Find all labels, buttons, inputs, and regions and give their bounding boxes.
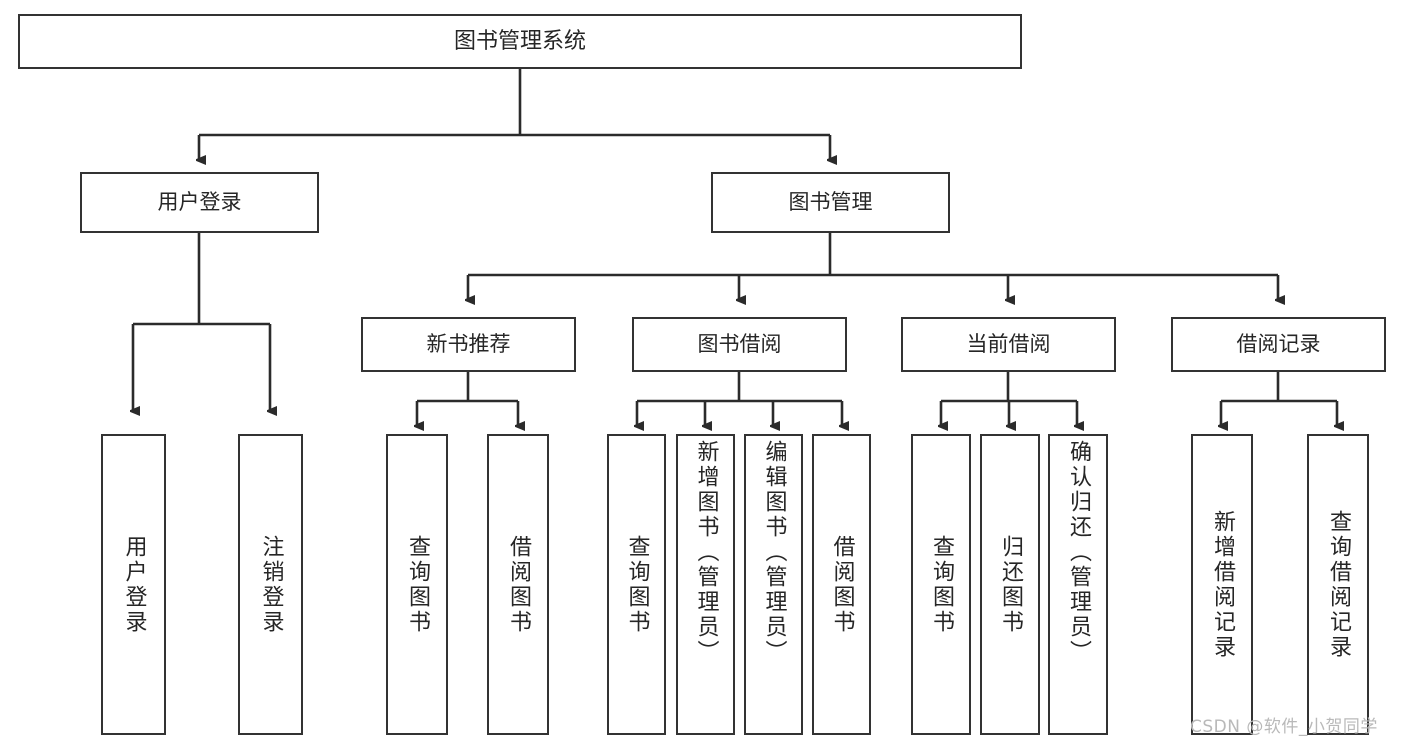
node-root[interactable]: 图书管理系统	[18, 14, 1022, 69]
node-leaf-borrow-book-2[interactable]: 借阅图书	[812, 434, 871, 735]
node-user-login-label: 用户登录	[157, 190, 242, 215]
node-leaf-user-login-label: 用户登录	[121, 534, 147, 635]
node-leaf-logout-login[interactable]: 注销登录	[238, 434, 303, 735]
node-leaf-query-borrow-record[interactable]: 查询借阅记录	[1307, 434, 1369, 735]
node-leaf-logout-login-label: 注销登录	[258, 534, 284, 635]
node-leaf-borrow-book-2-label: 借阅图书	[829, 534, 855, 635]
node-leaf-confirm-return-admin-label: 确认归还（管理员）	[1066, 440, 1091, 665]
node-leaf-query-book-2-label: 查询图书	[624, 534, 650, 635]
node-leaf-return-book[interactable]: 归还图书	[980, 434, 1040, 735]
node-borrow-record-label: 借阅记录	[1236, 332, 1321, 357]
node-leaf-user-login[interactable]: 用户登录	[101, 434, 166, 735]
node-book-management[interactable]: 图书管理	[711, 172, 950, 233]
node-current-borrow[interactable]: 当前借阅	[901, 317, 1116, 372]
node-leaf-query-book-3-label: 查询图书	[929, 534, 954, 635]
node-root-label: 图书管理系统	[453, 28, 586, 54]
node-leaf-query-book-1-label: 查询图书	[405, 534, 430, 635]
node-leaf-borrow-book-1[interactable]: 借阅图书	[487, 434, 549, 735]
node-book-management-label: 图书管理	[788, 190, 873, 215]
node-leaf-add-borrow-record-label: 新增借阅记录	[1210, 509, 1235, 660]
node-borrow-record[interactable]: 借阅记录	[1171, 317, 1386, 372]
node-leaf-return-book-label: 归还图书	[998, 534, 1023, 635]
node-book-borrow[interactable]: 图书借阅	[632, 317, 847, 372]
node-new-book-recommend[interactable]: 新书推荐	[361, 317, 576, 372]
node-leaf-query-book-1[interactable]: 查询图书	[386, 434, 448, 735]
node-leaf-edit-book-admin-label: 编辑图书（管理员）	[761, 440, 787, 665]
node-leaf-query-borrow-record-label: 查询借阅记录	[1326, 509, 1351, 660]
node-leaf-add-book-admin-label: 新增图书（管理员）	[693, 440, 719, 665]
node-leaf-add-book-admin[interactable]: 新增图书（管理员）	[676, 434, 735, 735]
node-user-login[interactable]: 用户登录	[80, 172, 319, 233]
node-book-borrow-label: 图书借阅	[697, 332, 782, 357]
watermark: CSDN @软件_小贺同学	[1190, 717, 1378, 737]
node-leaf-add-borrow-record[interactable]: 新增借阅记录	[1191, 434, 1253, 735]
node-leaf-confirm-return-admin[interactable]: 确认归还（管理员）	[1048, 434, 1108, 735]
node-leaf-borrow-book-1-label: 借阅图书	[506, 534, 531, 635]
node-current-borrow-label: 当前借阅	[966, 332, 1051, 357]
node-new-book-recommend-label: 新书推荐	[426, 332, 511, 357]
node-leaf-query-book-2[interactable]: 查询图书	[607, 434, 666, 735]
node-leaf-edit-book-admin[interactable]: 编辑图书（管理员）	[744, 434, 803, 735]
node-leaf-query-book-3[interactable]: 查询图书	[911, 434, 971, 735]
